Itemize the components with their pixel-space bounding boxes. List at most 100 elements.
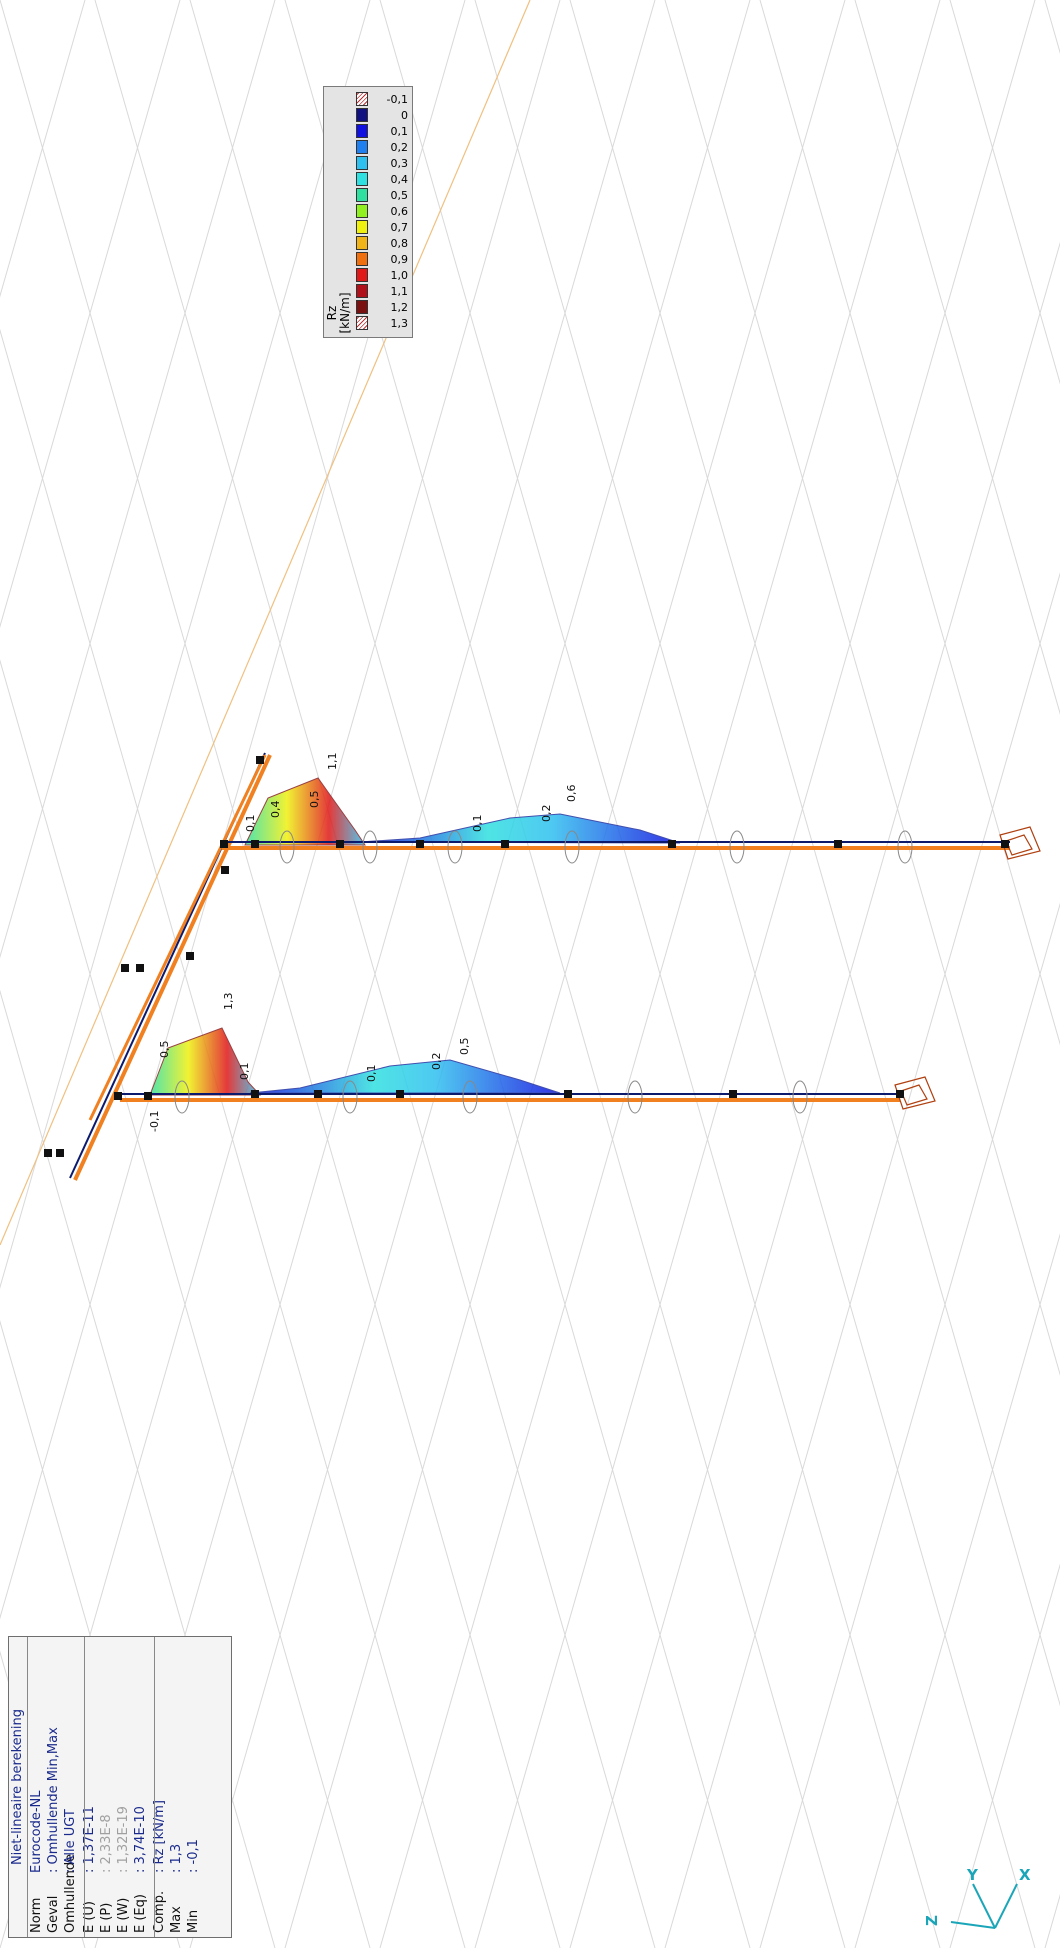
legend-swatch <box>356 172 368 186</box>
guide-line <box>0 0 531 1246</box>
node-marker <box>121 964 129 972</box>
legend-value: 1,1 <box>390 285 409 298</box>
hinge-ring <box>627 1080 643 1114</box>
node-marker <box>251 1090 259 1098</box>
grid-line <box>0 989 276 1949</box>
node-marker <box>136 964 144 972</box>
info-key: E (W) <box>116 1897 131 1933</box>
info-key: E (P) <box>99 1902 114 1933</box>
support-1 <box>894 1076 936 1110</box>
grid-line <box>1044 0 1060 54</box>
result-value-label: 0,2 <box>430 1053 443 1071</box>
grid-line <box>949 0 1060 385</box>
legend-value: 0,4 <box>390 173 409 186</box>
legend-entry: 0,3 <box>354 155 410 171</box>
grid-line <box>0 0 561 1949</box>
node-marker <box>336 840 344 848</box>
hinge-ring <box>279 830 295 864</box>
node-marker <box>56 1149 64 1157</box>
result-value-label: 0,1 <box>238 1063 251 1081</box>
info-key: Norm <box>29 1897 44 1933</box>
legend-value: 0,2 <box>390 141 409 154</box>
info-row: Geval: Omhullende Min,Max <box>46 1637 62 1937</box>
member-frame-1[interactable] <box>69 752 936 1181</box>
result-value-label: -0,1 <box>148 1111 161 1132</box>
hinge-ring <box>342 1080 358 1114</box>
grid-line <box>0 1320 181 1949</box>
legend-value: 0,1 <box>390 125 409 138</box>
legend-swatch <box>356 188 368 202</box>
node-marker <box>186 952 194 960</box>
result-value-label: 0,1 <box>471 815 484 833</box>
legend-entry: 1,2 <box>354 299 410 315</box>
hinge-ring <box>564 830 580 864</box>
legend-swatch <box>356 236 368 250</box>
hinge-ring <box>792 1080 808 1114</box>
legend-swatch <box>356 284 368 298</box>
result-value-label: 0,1 <box>365 1065 378 1083</box>
info-value: : 2,33E-8 <box>99 1814 114 1873</box>
node-marker <box>144 1092 152 1100</box>
node-markers <box>44 756 1009 1157</box>
legend-swatch <box>356 124 368 138</box>
info-divider <box>154 1637 155 1937</box>
legend-swatch <box>356 220 368 234</box>
legend-value: 0,5 <box>390 189 409 202</box>
legend-entry: 0,2 <box>354 139 410 155</box>
legend-entry: 0,4 <box>354 171 410 187</box>
result-diagram-main-1 <box>249 1059 561 1094</box>
grid-line <box>0 0 181 628</box>
result-value-label: 0,5 <box>308 791 321 809</box>
info-value: : -0,1 <box>186 1839 201 1873</box>
legend-entry: 0 <box>354 107 410 123</box>
grid-line <box>759 0 1060 1046</box>
legend-entry: 0,7 <box>354 219 410 235</box>
grid-line <box>569 241 1060 1949</box>
result-value-label: 0,2 <box>540 805 553 823</box>
legend-entry: 0,1 <box>354 123 410 139</box>
result-value-label: 1,3 <box>222 993 235 1011</box>
grid-line <box>1044 1894 1060 1949</box>
grid-line <box>854 1233 1060 1949</box>
hinge-markers <box>174 830 913 1114</box>
legend-entry: 0,8 <box>354 235 410 251</box>
node-marker <box>396 1090 404 1098</box>
legend-value: 1,3 <box>390 317 409 330</box>
grid-line <box>379 0 941 1949</box>
coordinate-axes-icon: Z Y X <box>923 1866 1031 1929</box>
result-value-label: 0,4 <box>269 801 282 819</box>
grid-line <box>284 0 846 1949</box>
info-row: Max: 1,3 <box>169 1637 185 1937</box>
grid-line <box>569 0 1060 1707</box>
result-value-label: 0,6 <box>565 785 578 803</box>
node-marker <box>501 840 509 848</box>
legend-swatch <box>356 268 368 282</box>
legend-swatch <box>356 300 368 314</box>
info-value: : 3,74E-10 <box>133 1806 148 1873</box>
grid-line <box>854 0 1060 715</box>
legend-entry: 0,5 <box>354 187 410 203</box>
legend-value: 0,6 <box>390 205 409 218</box>
beam-2[interactable] <box>88 754 267 1121</box>
info-key: E (Eq) <box>133 1894 148 1933</box>
member-frame-2[interactable] <box>88 754 1041 1121</box>
info-row: Omhullende: Alle UGT <box>63 1637 79 1937</box>
hinge-ring <box>462 1080 478 1114</box>
beam-1[interactable] <box>73 754 272 1181</box>
result-value-label: 0,5 <box>458 1038 471 1056</box>
hinge-ring <box>729 830 745 864</box>
legend-entry: 0,6 <box>354 203 410 219</box>
legend-value: 0,9 <box>390 253 409 266</box>
info-key: Geval <box>46 1895 61 1933</box>
legend-value: 1,0 <box>390 269 409 282</box>
info-value: : 1,32E-19 <box>116 1806 131 1873</box>
result-value-label: 1,1 <box>326 753 339 771</box>
legend-entry: 1,3 <box>354 315 410 331</box>
hinge-ring <box>174 1080 190 1114</box>
grid-line <box>664 0 1060 1376</box>
legend-value: 0 <box>401 109 408 122</box>
grid-line <box>189 0 751 1949</box>
